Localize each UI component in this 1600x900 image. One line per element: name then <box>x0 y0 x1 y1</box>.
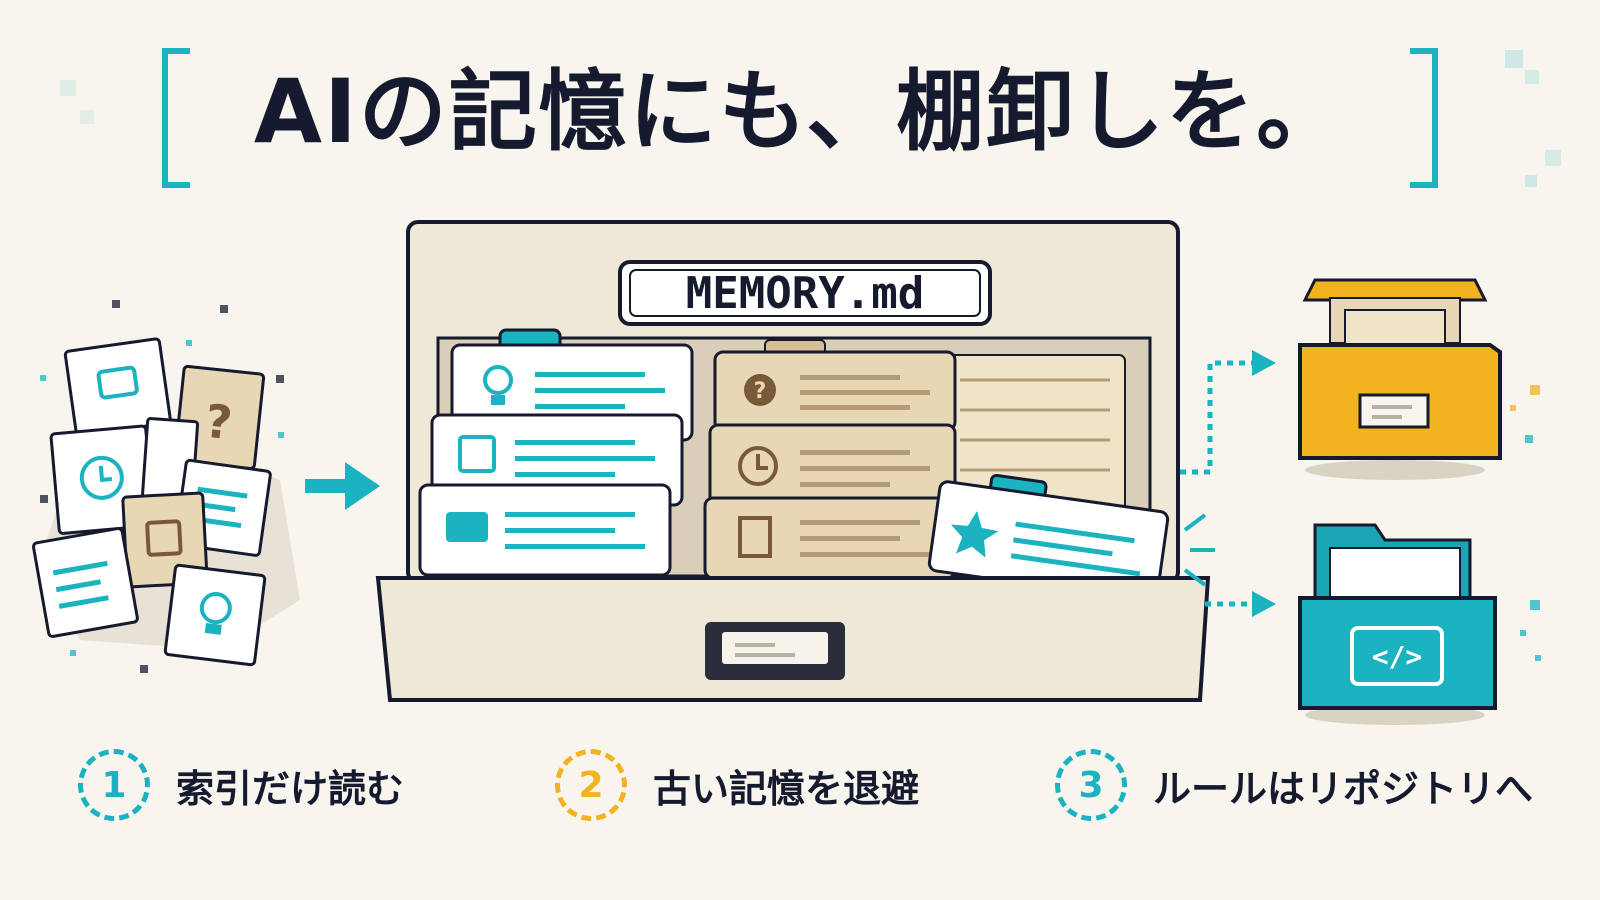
step-1: 1 索引だけ読む <box>78 740 404 830</box>
step-3-number: 3 <box>1055 749 1127 821</box>
sparkle <box>1183 513 1215 587</box>
svg-text:?: ? <box>754 379 767 404</box>
page-title: AIの記憶にも、棚卸しを。 <box>253 60 1347 163</box>
steps-row: 1 索引だけ読む 2 古い記憶を退避 3 ルールはリポジトリへ <box>0 740 1600 830</box>
card-clock <box>49 424 156 535</box>
lightbulb-icon <box>483 365 513 395</box>
card-list-2 <box>32 527 139 638</box>
card-checklist-old <box>121 491 209 589</box>
old-cards: ? <box>703 339 957 580</box>
document-icon <box>738 516 772 558</box>
svg-text:</>: </> <box>1372 640 1423 673</box>
step-2-label: 古い記憶を退避 <box>653 766 920 811</box>
active-card-stack <box>418 328 694 577</box>
right-bracket <box>1410 48 1438 188</box>
old-card-stack <box>944 354 1126 566</box>
left-bracket <box>162 48 190 188</box>
card-star <box>927 473 1170 603</box>
drawer-nameplate: MEMORY.md <box>618 260 992 326</box>
dotted-arrows <box>1180 360 1256 607</box>
card-chat <box>63 337 172 437</box>
step-2: 2 古い記憶を退避 <box>555 740 919 830</box>
scattered-memory-cards: ? <box>32 337 300 667</box>
drawer-label: MEMORY.md <box>686 268 924 319</box>
step-3: 3 ルールはリポジトリへ <box>1055 740 1533 830</box>
checklist-icon <box>458 435 496 473</box>
question-icon <box>744 374 776 406</box>
step-2-number: 2 <box>555 749 627 821</box>
step-1-number: 1 <box>78 749 150 821</box>
checklist-icon <box>145 519 183 557</box>
clock-icon <box>738 446 778 486</box>
arrow-into-drawer <box>305 462 380 510</box>
step-3-label: ルールはリポジトリへ <box>1153 766 1534 811</box>
code-folder-icon: </> <box>1298 523 1497 725</box>
question-icon: ? <box>203 394 235 450</box>
card-lines <box>140 417 200 503</box>
drawer-handle <box>705 622 845 680</box>
clock-icon <box>79 455 124 500</box>
step-1-label: 索引だけ読む <box>176 766 405 811</box>
card-idea <box>163 563 267 667</box>
card-question: ? <box>173 364 266 470</box>
star-icon <box>950 511 999 558</box>
lightbulb-icon <box>199 592 232 625</box>
archive-box-icon <box>1298 278 1502 480</box>
chat-icon <box>96 365 139 400</box>
card-list <box>173 458 272 557</box>
chat-icon <box>446 512 488 542</box>
title-block: AIの記憶にも、棚卸しを。 <box>160 42 1440 188</box>
memory-drawer: ? <box>375 220 1211 702</box>
